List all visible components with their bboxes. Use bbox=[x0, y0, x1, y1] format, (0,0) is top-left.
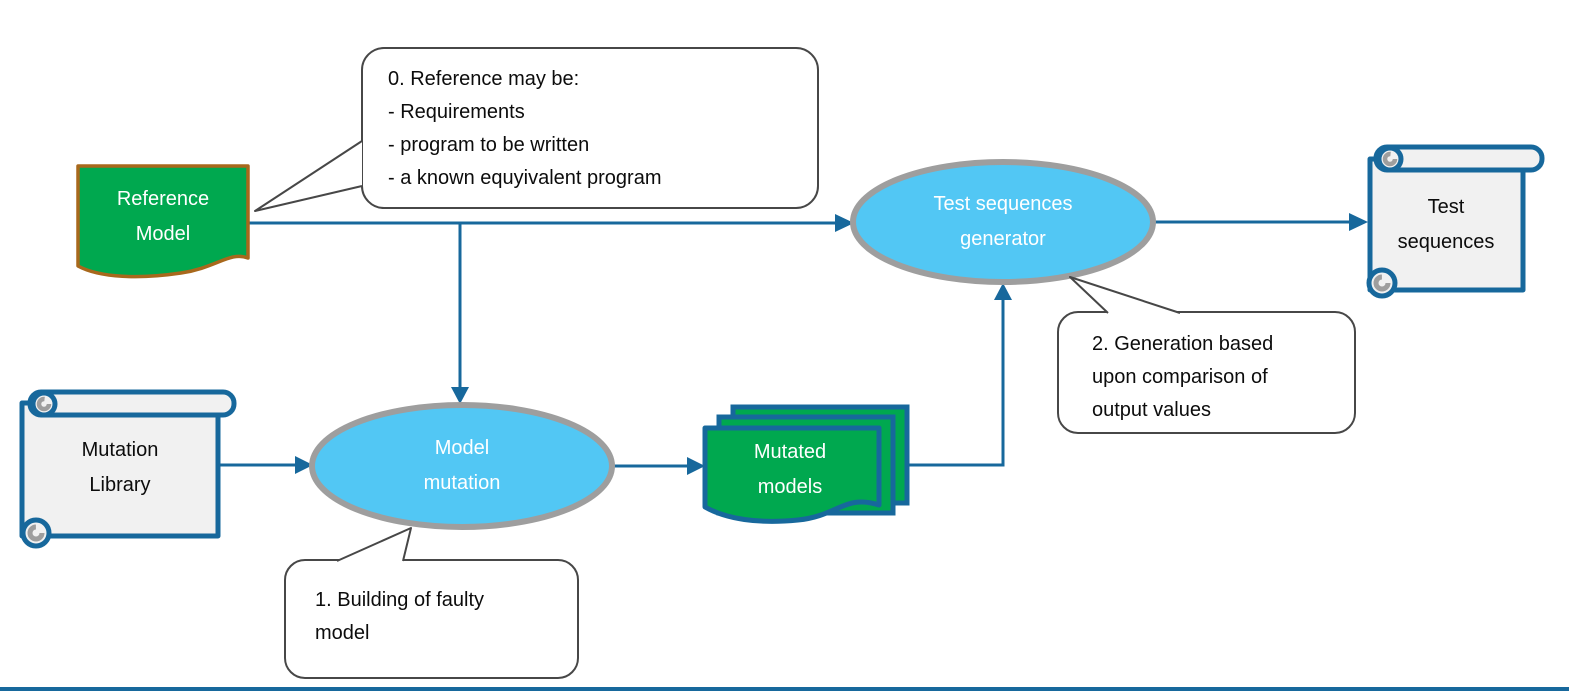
arrow-mutation-library-to-model-mutation bbox=[218, 456, 313, 474]
arrow-model-mutation-to-mutated-models bbox=[612, 457, 705, 475]
test-sequences-shape bbox=[1366, 144, 1545, 299]
callout-note0-text: 0. Reference may be: - Requirements - pr… bbox=[388, 68, 662, 189]
reference-model-shape bbox=[76, 164, 250, 279]
callout-note1-text: 1. Building of faulty model bbox=[315, 589, 484, 644]
callout-note2-shape bbox=[1057, 276, 1356, 434]
footer-accent-bar bbox=[0, 687, 1569, 691]
model-mutation-label: Model mutation bbox=[423, 437, 501, 494]
callout-note0-shape bbox=[254, 47, 819, 212]
callout-note2-text: 2. Generation based upon comparison of o… bbox=[1092, 333, 1274, 421]
test-sequences-label: Test sequences bbox=[1397, 196, 1495, 253]
test-sequences-generator-label: Test sequences generator bbox=[933, 193, 1073, 250]
arrow-mutated-models-to-generator bbox=[907, 283, 1012, 467]
scroll-curl-icon bbox=[27, 524, 45, 542]
scroll-curl-icon bbox=[1382, 151, 1398, 167]
model-mutation-shape bbox=[309, 402, 615, 530]
arrow-reference-to-generator bbox=[248, 214, 854, 232]
reference-model-label: Reference Model bbox=[116, 188, 210, 245]
scroll-curl-icon bbox=[36, 396, 52, 412]
scroll-curl-icon bbox=[1373, 274, 1391, 292]
arrow-generator-to-test-sequences bbox=[1152, 213, 1368, 231]
callout-note1-shape bbox=[284, 527, 579, 679]
test-sequences-generator-shape bbox=[850, 159, 1156, 285]
mutated-models-shape bbox=[702, 404, 910, 524]
mutated-models-label: Mutated models bbox=[753, 441, 827, 498]
arrow-reference-to-model-mutation bbox=[451, 224, 469, 404]
mutation-library-label: Mutation Library bbox=[81, 439, 159, 496]
mutation-library-shape bbox=[19, 389, 237, 549]
